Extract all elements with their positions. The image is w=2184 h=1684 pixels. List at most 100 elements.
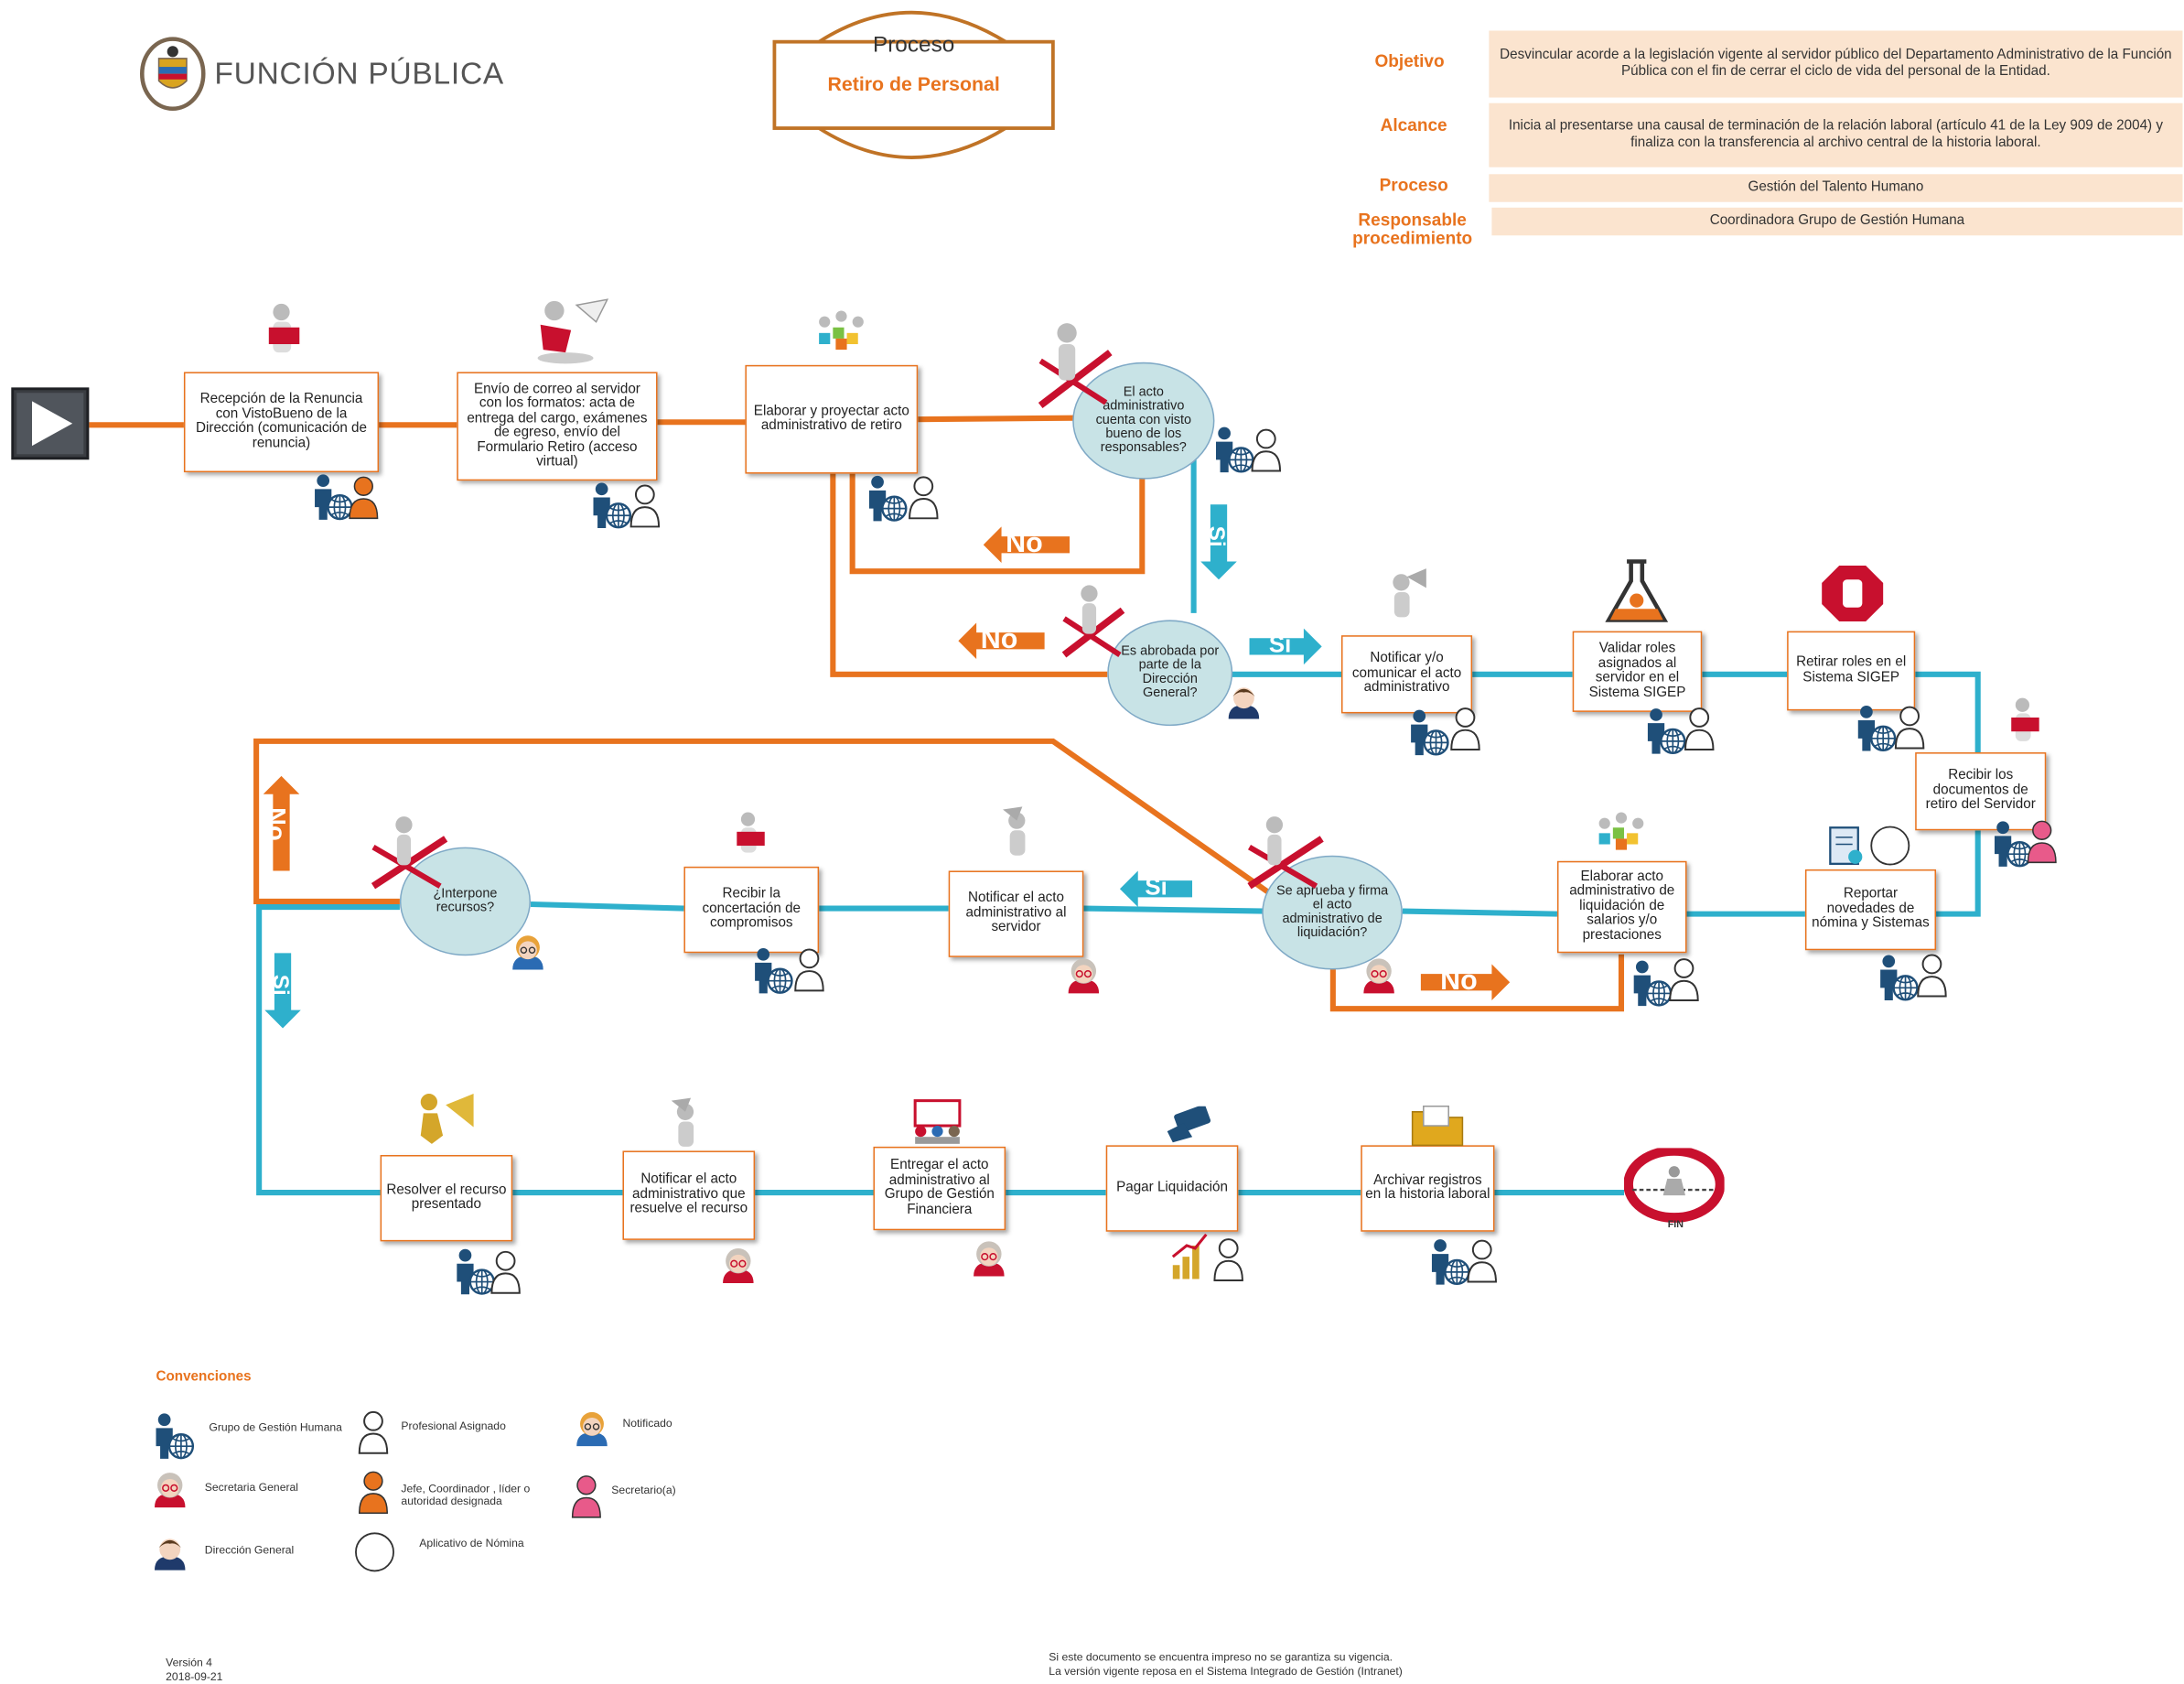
legend-jefe-label: Jefe, Coordinador , líder o autoridad de… (401, 1482, 531, 1507)
decision-aprobada-direccion[interactable]: Es abrobada por parte de la Dirección Ge… (1107, 620, 1233, 727)
legend-profesional-label: Profesional Asignado (401, 1420, 506, 1432)
step-archivar-registros[interactable]: Archivar registros en la historia labora… (1361, 1145, 1495, 1232)
team-puzzle-icon-2 (1590, 811, 1651, 853)
proceso-value: Gestión del Talento Humano (1489, 174, 2183, 202)
no-arrow-2-label: No (980, 623, 1018, 655)
legend-aplicativo-label: Aplicativo de Nómina (419, 1537, 524, 1549)
footer-date: 2018-09-21 (166, 1670, 223, 1683)
step-notificar-recurso[interactable]: Notificar el acto administrativo que res… (622, 1150, 756, 1240)
step-entregar-financiera[interactable]: Entregar el acto administrativo al Grupo… (873, 1146, 1006, 1231)
step-validar-roles[interactable]: Validar roles asignados al servidor en e… (1572, 631, 1703, 712)
role-gestion-icon (454, 1248, 496, 1296)
role-aplicativo-icon (1869, 825, 1911, 867)
step-envio-correo[interactable]: Envío de correo al servidor con los form… (457, 372, 658, 481)
si-arrow-2: Si (1249, 628, 1322, 665)
step-notificar-servidor[interactable]: Notificar el acto administrativo al serv… (948, 870, 1084, 957)
role-jefe-icon (349, 475, 379, 520)
card-payment-icon (1165, 1105, 1215, 1146)
person-holding-sign-icon-2 (2006, 696, 2045, 750)
footer-notice-1: Si este documento se encuentra impreso n… (1049, 1650, 1393, 1664)
crossroads-figure-icon-2 (1059, 582, 1128, 660)
role-gestion-icon (1645, 707, 1687, 755)
person-megaphone-icon-2 (997, 804, 1042, 859)
no-arrow-3: No (1420, 964, 1511, 1001)
folder-icon (1410, 1104, 1466, 1149)
alcance-value: Inicia al presentarse una causal de term… (1489, 103, 2183, 167)
end-fin-label: FIN (1667, 1220, 1684, 1231)
proceso-label: Proceso (1379, 175, 1448, 196)
title-heading: Proceso (872, 33, 955, 58)
role-profesional-icon (1467, 1238, 1497, 1283)
step-recibir-documentos[interactable]: Recibir los documentos de retiro del Ser… (1915, 752, 2047, 831)
role-profesional-icon (1450, 707, 1480, 751)
objetivo-value: Desvincular acorde a la legislación vige… (1489, 30, 2183, 98)
legend-direccion-icon (152, 1533, 188, 1572)
responsable-value: Coordinadora Grupo de Gestión Humana (1491, 207, 2183, 236)
role-profesional-icon (1669, 957, 1699, 1002)
start-play-button[interactable] (11, 387, 90, 460)
role-gestion-icon (1213, 426, 1255, 474)
alcance-label: Alcance (1380, 115, 1447, 135)
legend-gestion-label: Grupo de Gestión Humana (209, 1420, 342, 1434)
crossroads-figure-icon-4 (368, 814, 451, 891)
golden-megaphone-icon (413, 1091, 479, 1147)
title-process-name: Retiro de Personal (827, 72, 1000, 95)
si-arrow-4: Si (264, 953, 301, 1029)
person-sending-mail-icon (526, 297, 615, 366)
no-arrow-4: No (262, 775, 300, 871)
no-arrow-4-label: No (262, 807, 291, 841)
legend-notificado-icon (574, 1409, 610, 1448)
legend-secretaria-icon (152, 1470, 188, 1509)
si-arrow-3: Si (1119, 870, 1193, 908)
role-gestion-icon (590, 482, 632, 530)
role-profesional-icon (1917, 953, 1947, 998)
people-at-screen-icon (907, 1098, 968, 1146)
legend-jefe-icon (358, 1470, 388, 1515)
decision-interpone-recursos[interactable]: ¿Interpone recursos? (399, 847, 532, 956)
legend-direccion-label: Dirección General (204, 1543, 295, 1557)
role-profesional-icon (794, 947, 824, 992)
bar-chart-icon (1170, 1232, 1210, 1282)
end-fin-icon (1623, 1146, 1726, 1225)
step-reportar-novedades[interactable]: Reportar novedades de nómina y Sistemas (1804, 869, 1937, 951)
role-gestion-icon (1429, 1238, 1471, 1286)
role-secretaria-icon (971, 1238, 1007, 1278)
step-retirar-roles[interactable]: Retirar roles en el Sistema SIGEP (1787, 631, 1916, 711)
step-recibir-concertacion[interactable]: Recibir la concertación de compromisos (683, 866, 820, 954)
legend-notificado-label: Notificado (622, 1417, 672, 1430)
role-profesional-icon (629, 483, 661, 528)
decision-visto-bueno[interactable]: El acto administrativo cuenta con visto … (1072, 362, 1215, 480)
role-secretaria-icon (720, 1246, 757, 1285)
lab-flask-icon (1603, 558, 1670, 625)
role-gestion-icon (1631, 960, 1673, 1008)
step-notificar-acto[interactable]: Notificar y/o comunicar el acto administ… (1340, 635, 1473, 714)
role-secretaria-icon (1066, 955, 1103, 995)
no-arrow-1-label: No (1006, 527, 1043, 559)
person-megaphone-icon-3 (666, 1096, 711, 1151)
title-frame (772, 10, 1055, 159)
decision-aprueba-liquidacion[interactable]: Se aprueba y firma el acto administrativ… (1262, 855, 1403, 970)
si-arrow-3-label: Si (1145, 873, 1167, 901)
legend-gestion-icon (153, 1413, 195, 1461)
step-elaborar-acto-retiro[interactable]: Elaborar y proyectar acto administrativo… (745, 364, 919, 474)
step-recepcion-renuncia[interactable]: Recepción de la Renuncia con VistoBueno … (183, 372, 380, 473)
legend-aplicativo-icon (354, 1531, 396, 1573)
si-arrow-1-label: Si (1204, 525, 1229, 547)
team-puzzle-icon (811, 308, 872, 352)
si-arrow-2-label: Si (1268, 631, 1292, 658)
no-arrow-2: No (958, 622, 1045, 660)
step-pagar-liquidacion[interactable]: Pagar Liquidación (1105, 1145, 1239, 1232)
legend-title: Convenciones (156, 1369, 252, 1386)
footer-version: Versión 4 (166, 1657, 212, 1669)
role-gestion-icon (1877, 955, 1920, 1002)
step-elaborar-liquidacion[interactable]: Elaborar acto administrativo de liquidac… (1556, 860, 1687, 954)
objetivo-label: Objetivo (1374, 51, 1445, 71)
step-resolver-recurso[interactable]: Resolver el recurso presentado (380, 1155, 513, 1242)
si-arrow-4-label: Si (268, 974, 293, 996)
stop-hand-icon (1819, 563, 1887, 624)
role-gestion-icon (1992, 821, 2034, 869)
person-megaphone-icon (1384, 568, 1429, 624)
role-gestion-icon (1856, 705, 1898, 752)
crossroads-figure-icon-3 (1243, 814, 1327, 891)
